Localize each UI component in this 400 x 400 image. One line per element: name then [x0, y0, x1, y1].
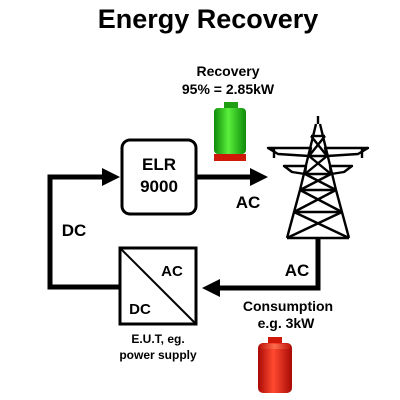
- ac-return-arrow: [202, 238, 321, 297]
- elr-9000-box: ELR 9000: [120, 138, 198, 216]
- ac-label-top: AC: [236, 193, 261, 212]
- eut-sublabel: power supply: [119, 348, 197, 362]
- ac-label-right: AC: [285, 261, 310, 280]
- recovery-value: 95% = 2.85kW: [182, 81, 275, 97]
- dc-label-left: DC: [62, 221, 87, 240]
- converter-dc-label: DC: [129, 301, 151, 318]
- consumption-value: e.g. 3kW: [258, 315, 316, 331]
- elr-model: 9000: [140, 177, 178, 196]
- ac-output-arrow: [196, 168, 268, 186]
- consumption-label: Consumption: [243, 298, 333, 314]
- recovery-label: Recovery: [196, 63, 259, 79]
- green-battery-icon: [214, 102, 246, 161]
- eut-converter-box: AC DC: [118, 246, 198, 326]
- red-battery-icon: [258, 337, 292, 393]
- page-title: Energy Recovery: [98, 4, 319, 34]
- elr-label: ELR: [142, 155, 176, 174]
- power-tower-icon: [266, 116, 370, 240]
- eut-label: E.U.T, eg.: [131, 332, 184, 346]
- dc-return-arrow: [47, 168, 120, 290]
- converter-ac-label: AC: [161, 263, 183, 280]
